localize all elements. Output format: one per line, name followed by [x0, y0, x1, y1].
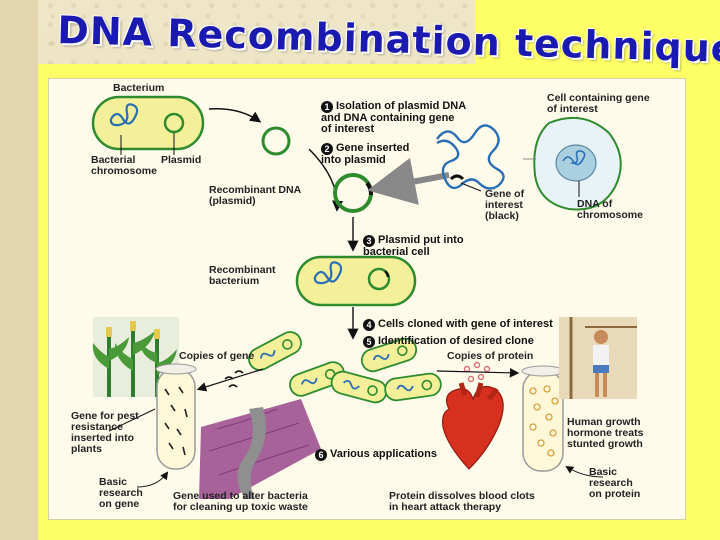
- step-3-number: 3: [363, 234, 375, 247]
- blood-clots-label: Protein dissolves blood clots in heart a…: [389, 490, 535, 513]
- toxic-waste-label: Gene used to alter bacteria for cleaning…: [173, 490, 308, 513]
- recombinant-dna-label: Recombinant DNA (plasmid): [209, 184, 302, 207]
- gene-of-interest-label: Gene of interest (black): [485, 188, 525, 222]
- cell-containing-gene: [533, 116, 622, 211]
- recombinant-bacterium-cell: [295, 255, 417, 307]
- copies-of-gene-label: Copies of gene: [179, 350, 255, 362]
- heart-illustration: [442, 382, 504, 470]
- step-4-text: Cells cloned with gene of interest: [378, 317, 553, 330]
- step-1-text: Isolation of plasmid DNA and DNA contain…: [321, 99, 467, 135]
- step-2-number: 2: [321, 142, 333, 155]
- isolated-plasmid: [261, 126, 291, 156]
- step-1-number: 1: [321, 100, 333, 113]
- step-2-text: Gene inserted into plasmid: [321, 141, 410, 166]
- recombination-diagram: Bacterium Bacterial chromosome Plasmid 1…: [48, 78, 686, 520]
- test-tube-protein: [521, 365, 565, 472]
- bacterial-chromosome-label: Bacterial chromosome: [91, 154, 157, 177]
- recombinant-plasmid: [333, 173, 373, 213]
- step-3-text: Plasmid put into bacterial cell: [363, 233, 464, 258]
- protein-copies: [463, 361, 491, 383]
- cell-containing-gene-label: Cell containing gene of interest: [547, 92, 650, 115]
- step-6-number: 6: [315, 448, 327, 461]
- plasmid-label: Plasmid: [161, 154, 202, 166]
- recombinant-bacterium-label: Recombinant bacterium: [209, 264, 276, 287]
- step-6-text: Various applications: [330, 447, 437, 460]
- pest-resistance-label: Gene for pest resistance inserted into p…: [71, 410, 139, 455]
- toxic-waste-scene: [199, 399, 321, 499]
- test-tube-gene: [155, 363, 197, 470]
- step-5-text: Identification of desired clone: [378, 334, 534, 347]
- bacterium-cell: [91, 95, 205, 151]
- diagram-artwork: [91, 95, 637, 499]
- top-right-accent: [475, 0, 720, 64]
- dna-of-chromosome-label: DNA of chromosome: [577, 198, 643, 221]
- step-5-number: 5: [363, 335, 375, 348]
- basic-research-protein-label: Basic research on protein: [589, 466, 641, 500]
- gene-of-interest-dna: [436, 124, 505, 190]
- cloned-bacteria: [248, 331, 442, 404]
- bacterium-label: Bacterium: [113, 82, 165, 94]
- gene-copies: [224, 370, 244, 388]
- copies-of-protein-label: Copies of protein: [447, 350, 534, 362]
- child-height-photo: [559, 317, 637, 399]
- left-side-bar: [0, 0, 38, 540]
- step-4-number: 4: [363, 318, 375, 331]
- growth-hormone-label: Human growth hormone treats stunted grow…: [567, 416, 644, 450]
- basic-research-gene-label: Basic research on gene: [99, 476, 143, 510]
